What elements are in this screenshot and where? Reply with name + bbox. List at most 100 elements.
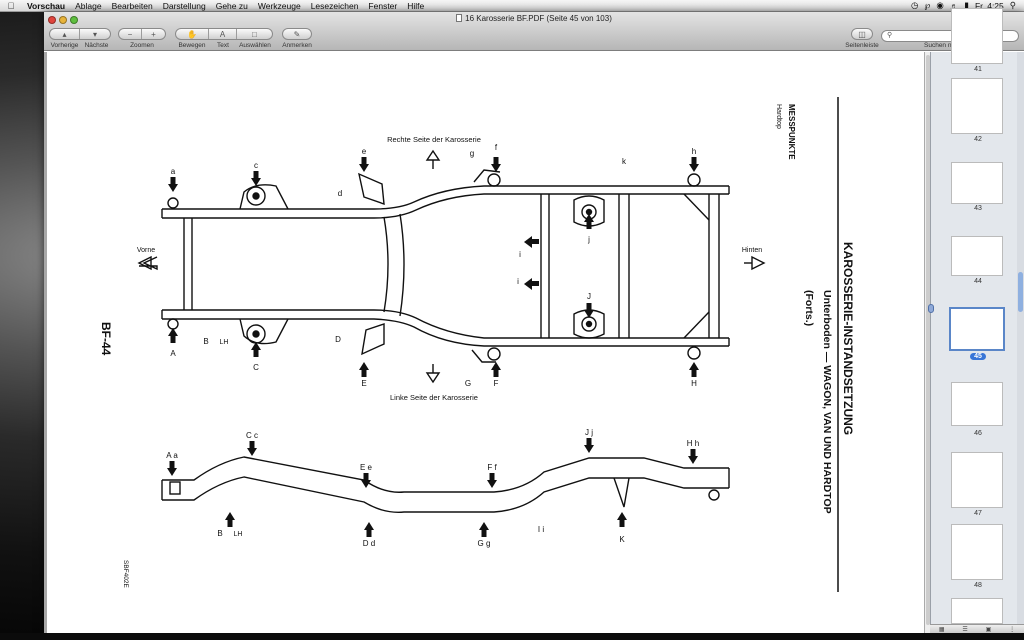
menu-darstellung[interactable]: Darstellung <box>162 0 206 11</box>
annotate-group: ✎ Anmerken <box>282 28 312 49</box>
measure-point-arrows <box>167 157 699 537</box>
side-frame-top <box>162 456 729 493</box>
dock-strip <box>0 633 1024 640</box>
point-e: e <box>362 147 367 156</box>
document-subtitle-cont: (Forts.) <box>803 290 815 326</box>
selection-icon: □ <box>251 29 257 39</box>
section-title: MESSPUNKTE <box>787 104 796 160</box>
thumbnail-page[interactable] <box>951 78 1003 134</box>
sidebar-scroll-thumb[interactable] <box>1018 272 1023 312</box>
time-machine-icon[interactable]: ◷ <box>910 0 919 10</box>
zoom-in-button[interactable]: + <box>142 29 165 39</box>
point-j: j <box>587 235 590 244</box>
minimize-button[interactable] <box>59 16 67 24</box>
previous-label: Vorherige <box>50 42 79 49</box>
side-point-Aa: A a <box>166 451 178 460</box>
point-A: A <box>170 349 176 358</box>
wifi-icon[interactable]: ◉ <box>936 0 944 10</box>
thumbnail-label: 44 <box>974 278 982 285</box>
right-side-label: Rechte Seite der Karosserie <box>387 135 481 144</box>
minus-icon: − <box>127 29 133 39</box>
thumbnail-page[interactable] <box>951 162 1003 204</box>
apple-icon[interactable]:  <box>0 1 22 11</box>
thumbnail-label: 47 <box>974 510 982 517</box>
volume-icon[interactable]: ♬ <box>949 0 959 11</box>
point-D: D <box>335 335 341 344</box>
thumbnail-page[interactable] <box>951 598 1003 624</box>
page-nav-group: ▴ ▾ Vorherige Nächste <box>48 28 112 49</box>
point-G: G <box>465 379 471 388</box>
thumbnail-sidebar[interactable]: 41 42 43 44 45 46 47 48 <box>930 8 1024 633</box>
list-view-icon[interactable]: ☰ <box>962 626 968 633</box>
toolbar: 16 Karosserie BF.PDF (Seite 45 von 103) … <box>44 12 1024 51</box>
zoom-label: Zoomen <box>130 42 154 49</box>
document-title: KAROSSERIE-INSTANDSETZUNG <box>841 242 855 435</box>
thumbnail-page[interactable] <box>951 8 1003 64</box>
bluetooth-icon[interactable]: ℘ <box>924 0 931 10</box>
side-point-Cc: C c <box>246 431 258 440</box>
thumbnail-label-current: 45 <box>931 353 1024 360</box>
menu-lesezeichen[interactable]: Lesezeichen <box>310 0 359 11</box>
clock[interactable]: Fr. 4:25 <box>974 0 1004 11</box>
menu-gehe-zu[interactable]: Gehe zu <box>215 0 248 11</box>
side-frame-bottom <box>162 476 729 513</box>
menu-bearbeiten[interactable]: Bearbeiten <box>111 0 153 11</box>
arrow-down-icon: ▾ <box>93 29 98 39</box>
thumbnail-page[interactable] <box>951 382 1003 426</box>
pdf-file-icon <box>456 14 463 22</box>
side-point-Hh: H h <box>687 439 699 448</box>
preview-window: 16 Karosserie BF.PDF (Seite 45 von 103) … <box>44 8 1024 633</box>
menu-ablage[interactable]: Ablage <box>75 0 102 11</box>
side-point-Ee: E e <box>360 463 373 472</box>
point-i-lower: i <box>517 277 519 286</box>
thumbnail-page[interactable] <box>951 452 1003 508</box>
hand-icon: ✋ <box>187 29 198 39</box>
thumbnail-label: 41 <box>974 66 982 73</box>
section-subtitle: Hardtop <box>775 104 782 129</box>
annotate-button[interactable]: ✎ <box>283 29 311 39</box>
sidebar-toggle-group: ◫ Seitenleiste <box>844 28 880 49</box>
point-k: k <box>622 157 627 166</box>
point-E: E <box>361 379 366 388</box>
front-label: Vorne <box>137 247 155 254</box>
zoom-out-button[interactable]: − <box>119 29 143 39</box>
sidebar-resize-handle[interactable] <box>928 304 934 313</box>
document-scrollbar[interactable] <box>924 52 930 633</box>
document-scroll-thumb[interactable] <box>926 55 930 625</box>
pdf-page-drawing: Rechte Seite der Karosserie Linke Seite … <box>99 97 855 592</box>
sidebar-scrollbar[interactable] <box>1017 52 1024 624</box>
resize-grip-icon[interactable]: ⋮ <box>1009 626 1016 633</box>
side-point-Ff: F f <box>487 463 497 472</box>
thumbnail-page-current[interactable] <box>949 307 1005 351</box>
side-point-Ii: I i <box>538 525 544 534</box>
plus-icon: + <box>151 29 156 39</box>
side-point-K: K <box>619 535 625 544</box>
grid-view-icon[interactable]: ▦ <box>938 626 945 633</box>
move-tool-button[interactable]: ✋ <box>176 29 210 39</box>
close-button[interactable] <box>48 16 56 24</box>
next-label: Nächste <box>84 42 109 49</box>
menu-vorschau[interactable]: Vorschau <box>27 0 66 11</box>
text-label: Text <box>217 42 229 49</box>
menu-hilfe[interactable]: Hilfe <box>407 0 425 11</box>
point-g: g <box>470 149 474 158</box>
menu-werkzeuge[interactable]: Werkzeuge <box>257 0 301 11</box>
point-J: J <box>587 292 591 301</box>
lh-label-top: LH <box>220 339 229 346</box>
menu-fenster[interactable]: Fenster <box>368 0 398 11</box>
side-point-Dd: D d <box>363 539 375 548</box>
page-view-icon[interactable]: ▣ <box>985 626 992 633</box>
select-tool-button[interactable]: □ <box>237 29 272 39</box>
sidebar-toggle-button[interactable]: ◫ <box>852 29 872 39</box>
next-page-button[interactable]: ▾ <box>80 29 110 39</box>
thumbnail-page[interactable] <box>951 524 1003 580</box>
spotlight-icon[interactable]: ⚲ <box>1009 0 1016 10</box>
thumbnail-label: 48 <box>974 582 982 589</box>
thumbnail-page[interactable] <box>951 236 1003 276</box>
zoom-button[interactable] <box>70 16 78 24</box>
battery-icon[interactable]: ▮ <box>964 0 969 10</box>
document-view[interactable]: Rechte Seite der Karosserie Linke Seite … <box>44 52 924 633</box>
select-label: Auswählen <box>239 42 271 49</box>
text-tool-button[interactable]: A <box>209 29 237 39</box>
previous-page-button[interactable]: ▴ <box>50 29 81 39</box>
